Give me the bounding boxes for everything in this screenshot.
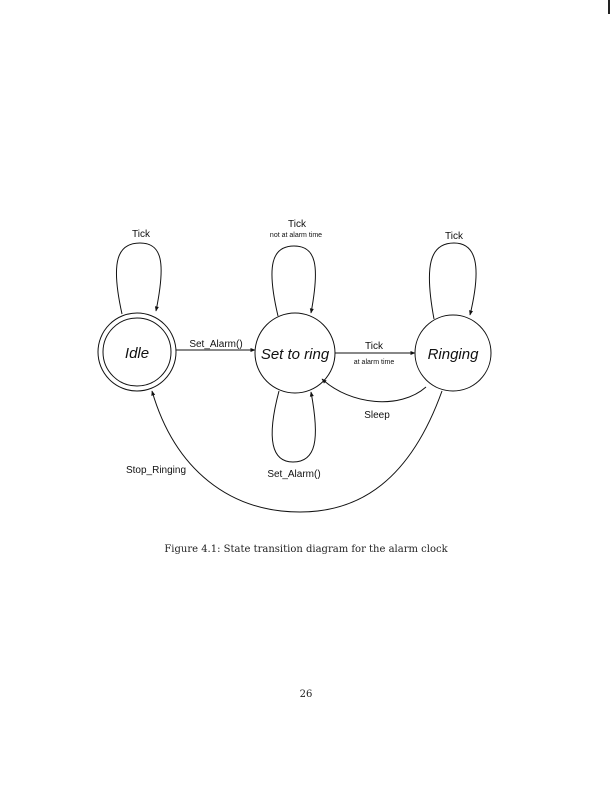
- state-idle-outer: [97, 312, 177, 392]
- edge-ringing-to-set: [321, 378, 427, 403]
- label-ringing-to-idle: Stop_Ringing: [126, 465, 186, 476]
- loop-set-alarm: [271, 390, 316, 463]
- label-set-self-alarm: Set_Alarm(): [267, 469, 320, 480]
- label-set-tick-condition: not at alarm time: [270, 232, 322, 239]
- label-idle-to-set: Set_Alarm(): [189, 339, 242, 350]
- loop-idle-tick: [115, 242, 162, 315]
- label-ringing-to-set: Sleep: [364, 410, 390, 421]
- label-set-to-ringing: Tick: [365, 341, 384, 352]
- edge-ringing-to-idle: [151, 390, 443, 513]
- figure-caption: Figure 4.1: State transition diagram for…: [164, 544, 448, 555]
- label-set-to-ringing-condition: at alarm time: [354, 359, 395, 366]
- state-label-set-to-ring: Set to ring: [261, 346, 330, 363]
- state-idle-inner: [102, 317, 172, 387]
- loop-ringing-tick: [428, 242, 477, 320]
- state-label-ringing: Ringing: [428, 346, 480, 363]
- loop-set-tick: [271, 245, 316, 317]
- page-number: 26: [299, 689, 313, 700]
- label-ringing-tick: Tick: [445, 231, 464, 242]
- label-idle-tick: Tick: [132, 229, 151, 240]
- state-label-idle: Idle: [125, 345, 149, 362]
- scan-edge-mark: [608, 0, 610, 14]
- label-set-tick: Tick: [288, 219, 307, 230]
